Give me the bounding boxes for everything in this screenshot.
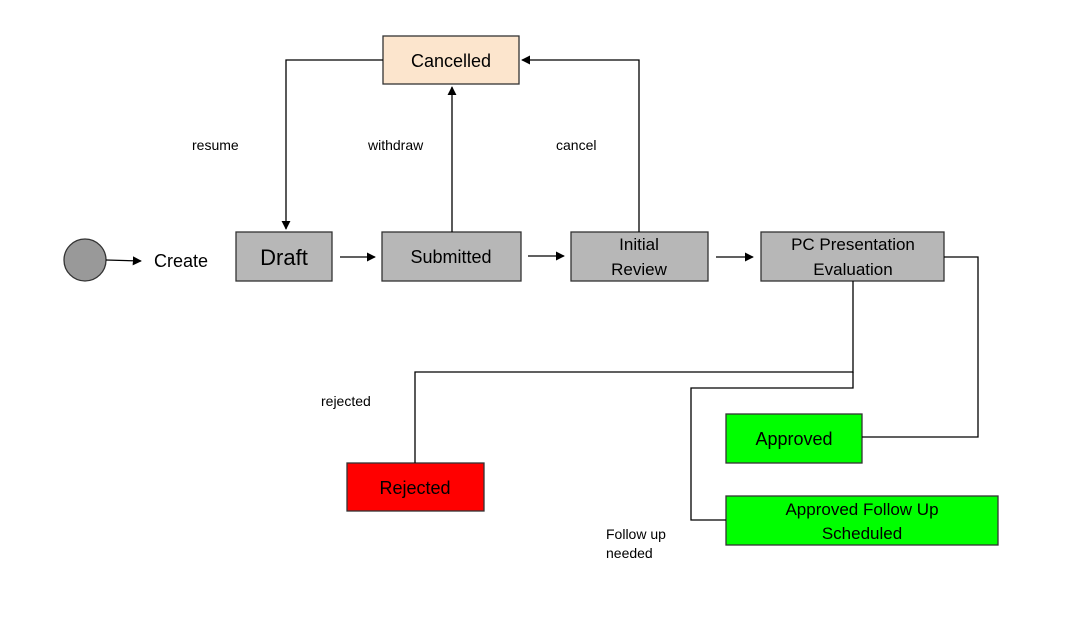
- node-pc-evaluation-label-line1: PC Presentation: [791, 235, 915, 254]
- node-approved-follow-up-label-line1: Approved Follow Up: [785, 500, 938, 519]
- node-submitted-label: Submitted: [410, 247, 491, 267]
- node-cancelled-label: Cancelled: [411, 51, 491, 71]
- create-label: Create: [154, 251, 208, 271]
- edge-label-follow-up-line1: Follow up: [606, 526, 666, 542]
- edge-pc-evaluation-to-follow-up: [690, 372, 854, 521]
- node-initial-review-label-line2: Review: [611, 260, 667, 279]
- node-approved-follow-up-label-line2: Scheduled: [822, 524, 902, 543]
- edge-initial-review-to-cancelled: [521, 55, 640, 232]
- edge-pc-evaluation-to-rejected: [414, 281, 854, 463]
- node-rejected-label: Rejected: [379, 478, 450, 498]
- edge-start-to-create: [105, 256, 142, 266]
- node-approved: [725, 413, 863, 464]
- node-submitted: [381, 231, 522, 282]
- edge-label-follow-up-line2: needed: [606, 545, 653, 561]
- node-approved-label: Approved: [755, 429, 832, 449]
- node-pc-evaluation-label-line2: Evaluation: [813, 260, 892, 279]
- start-state-circle: [63, 238, 107, 282]
- edge-label-resume: resume: [192, 137, 239, 153]
- node-rejected: [346, 462, 485, 512]
- node-draft: [235, 231, 333, 282]
- edge-pc-evaluation-to-approved: [862, 256, 979, 438]
- edge-cancelled-to-draft: [281, 59, 383, 230]
- edge-label-cancel: cancel: [556, 137, 596, 153]
- edge-label-rejected: rejected: [321, 393, 371, 409]
- edge-label-withdraw: withdraw: [367, 137, 424, 153]
- node-initial-review-label-line1: Initial: [619, 235, 659, 254]
- node-draft-label: Draft: [260, 245, 308, 270]
- node-cancelled: [382, 35, 520, 85]
